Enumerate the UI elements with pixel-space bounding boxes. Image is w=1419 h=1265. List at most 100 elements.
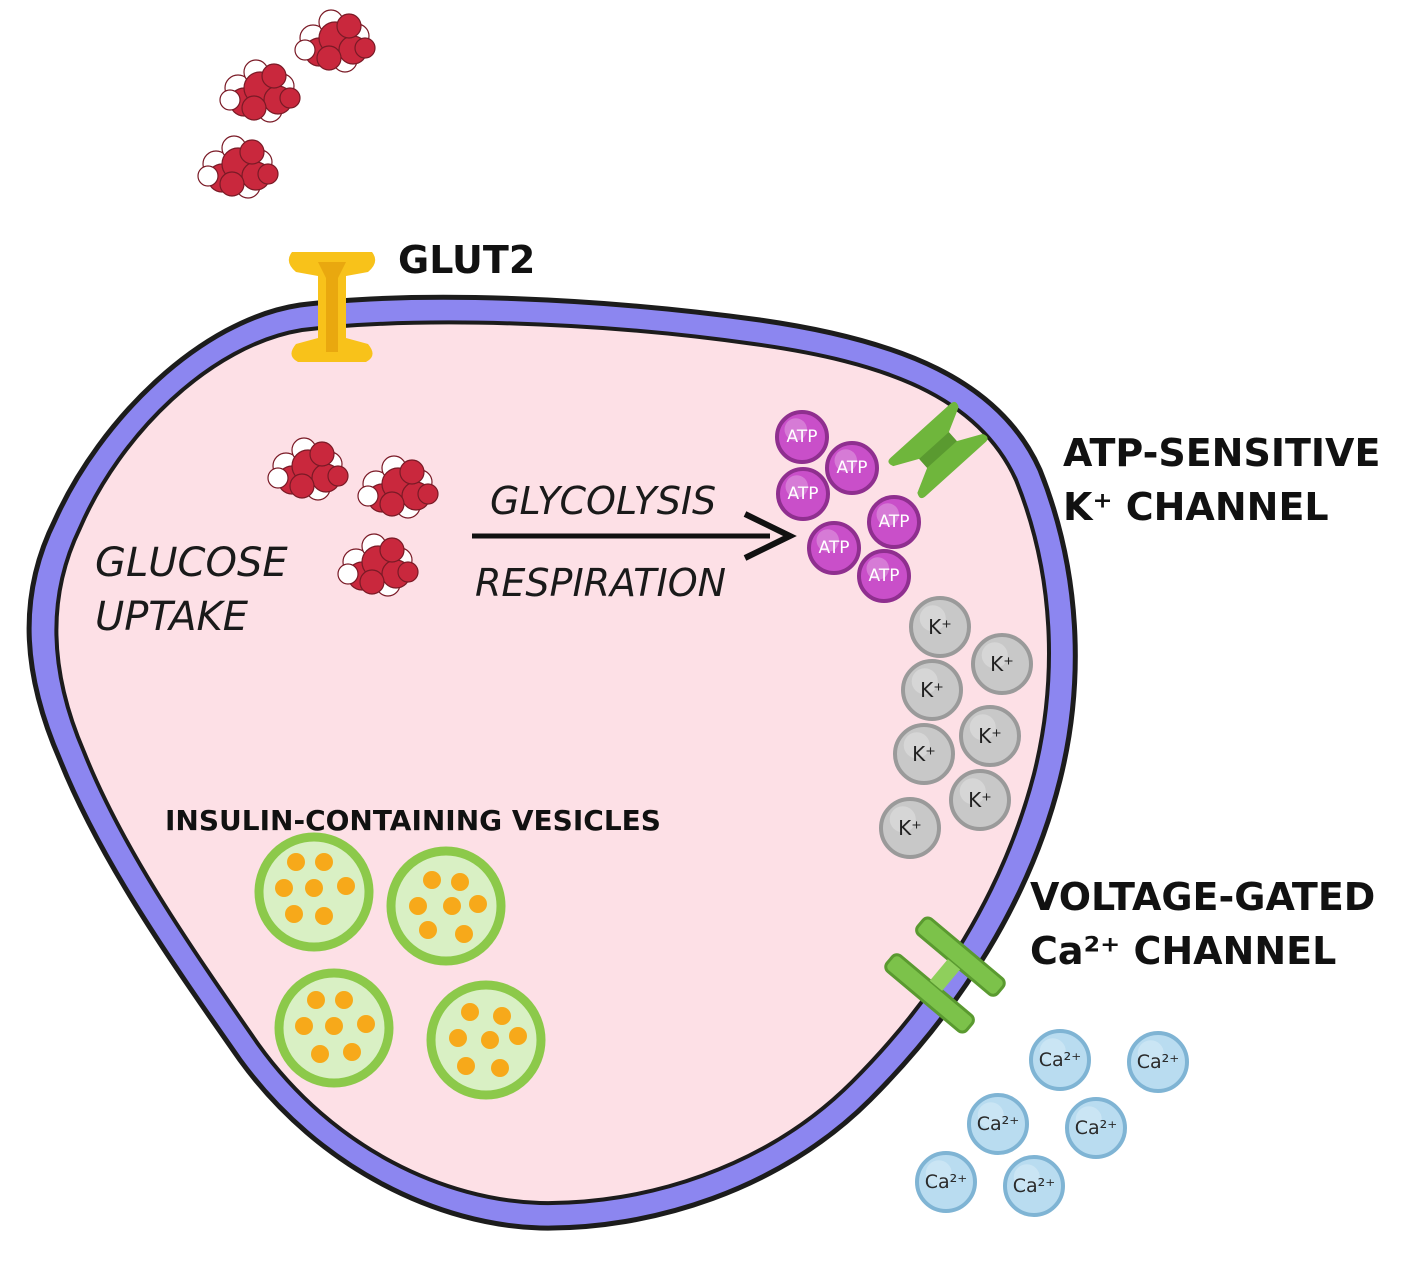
insulin-vesicle	[254, 832, 374, 952]
glucose-atom	[316, 45, 342, 71]
potassium-ion: K⁺	[959, 705, 1021, 767]
insulin-granule	[305, 879, 323, 897]
insulin-granule	[443, 897, 461, 915]
potassium-ion-label: K⁺	[990, 652, 1014, 676]
glucose-atom	[241, 95, 267, 121]
insulin-granule	[287, 853, 305, 871]
atp-molecule-label: ATP	[788, 484, 819, 504]
atp-channel-label-line2: K⁺ CHANNEL	[1063, 485, 1329, 529]
insulin-vesicle	[274, 968, 394, 1088]
potassium-ion-label: K⁺	[978, 724, 1002, 748]
atp-molecule-label: ATP	[837, 458, 868, 478]
insulin-granule	[449, 1029, 467, 1047]
atp-molecule: ATP	[775, 410, 829, 464]
glucose-atom	[359, 569, 385, 595]
potassium-ion-label: K⁺	[968, 788, 992, 812]
glucose-atom	[379, 491, 405, 517]
calcium-ion: Ca²⁺	[1003, 1155, 1065, 1217]
insulin-granule	[469, 895, 487, 913]
atp-molecule: ATP	[807, 521, 861, 575]
insulin-granule	[457, 1057, 475, 1075]
calcium-ion: Ca²⁺	[1127, 1031, 1189, 1093]
insulin-granule	[307, 991, 325, 1009]
glycolysis-arrow	[472, 511, 797, 561]
glucose-atom	[289, 473, 315, 499]
glucose-atom	[397, 561, 419, 583]
glucose-atom	[257, 163, 279, 185]
insulin-granule	[409, 897, 427, 915]
insulin-granule	[311, 1045, 329, 1063]
atp-sensitive-k-channel-icon	[888, 401, 988, 499]
calcium-ion-label: Ca²⁺	[1075, 1117, 1118, 1139]
glucose-atom	[357, 485, 379, 507]
atp-molecule: ATP	[776, 467, 830, 521]
calcium-ion: Ca²⁺	[1029, 1029, 1091, 1091]
insulin-granule	[295, 1017, 313, 1035]
insulin-granule	[275, 879, 293, 897]
glucose-molecule-icon	[294, 9, 376, 73]
glucose-atom	[336, 13, 362, 39]
glucose-atom	[239, 139, 265, 165]
insulin-granule	[343, 1043, 361, 1061]
glut2-transporter-icon	[288, 252, 376, 362]
potassium-ion: K⁺	[949, 769, 1011, 831]
calcium-ion-label: Ca²⁺	[1039, 1049, 1082, 1071]
potassium-ion-label: K⁺	[898, 816, 922, 840]
atp-molecules: ATP ATP ATP ATP ATP ATP	[775, 410, 921, 603]
glucose-atom	[261, 63, 287, 89]
insulin-vesicles-label: INSULIN-CONTAINING VESICLES	[165, 804, 661, 837]
glucose-atom	[337, 563, 359, 585]
atp-molecule: ATP	[825, 441, 879, 495]
insulin-granule	[337, 877, 355, 895]
glucose-atom	[219, 171, 245, 197]
insulin-granule	[455, 925, 473, 943]
insulin-granule	[419, 921, 437, 939]
glucose-atom	[197, 165, 219, 187]
atp-molecule-label: ATP	[879, 512, 910, 532]
insulin-granule	[335, 991, 353, 1009]
glucose-atom	[379, 537, 405, 563]
insulin-granule	[315, 907, 333, 925]
glucose-atom	[309, 441, 335, 467]
glucose-atom	[279, 87, 301, 109]
atp-molecule-label: ATP	[869, 566, 900, 586]
insulin-granule	[461, 1003, 479, 1021]
insulin-granule	[423, 871, 441, 889]
potassium-ions: K⁺K⁺K⁺K⁺K⁺K⁺K⁺	[879, 596, 1033, 859]
insulin-granule	[491, 1059, 509, 1077]
glucose-molecule-icon	[267, 437, 349, 501]
atp-channel-label-line1: ATP-SENSITIVE	[1063, 431, 1380, 475]
glucose-atom	[219, 89, 241, 111]
glucose-molecule-icon	[357, 455, 439, 519]
respiration-label: RESPIRATION	[475, 561, 726, 605]
calcium-ion: Ca²⁺	[915, 1151, 977, 1213]
insulin-granule	[509, 1027, 527, 1045]
calcium-ions: Ca²⁺Ca²⁺Ca²⁺Ca²⁺Ca²⁺Ca²⁺	[915, 1029, 1189, 1217]
glucose-molecule-icon	[197, 135, 279, 199]
calcium-ion-label: Ca²⁺	[977, 1113, 1020, 1135]
potassium-ion: K⁺	[879, 797, 941, 859]
insulin-vesicles	[254, 832, 546, 1100]
atp-molecule-label: ATP	[819, 538, 850, 558]
glucose-atom	[354, 37, 376, 59]
atp-molecule: ATP	[867, 495, 921, 549]
glucose-atom	[267, 467, 289, 489]
calcium-ion: Ca²⁺	[1065, 1097, 1127, 1159]
atp-molecule-label: ATP	[787, 427, 818, 447]
glucose-atom	[399, 459, 425, 485]
insulin-granule	[325, 1017, 343, 1035]
insulin-vesicle	[386, 846, 506, 966]
insulin-granule	[451, 873, 469, 891]
insulin-granule	[285, 905, 303, 923]
glut2-label: GLUT2	[398, 238, 535, 282]
insulin-granule	[481, 1031, 499, 1049]
calcium-ion-label: Ca²⁺	[1137, 1051, 1180, 1073]
insulin-vesicle	[426, 980, 546, 1100]
potassium-ion-label: K⁺	[928, 615, 952, 639]
glucose-atom	[294, 39, 316, 61]
ca-channel-label-line2: Ca²⁺ CHANNEL	[1030, 929, 1336, 973]
voltage-gated-ca-channel-icon	[884, 916, 1006, 1034]
glucose-molecule-icon	[219, 59, 301, 123]
